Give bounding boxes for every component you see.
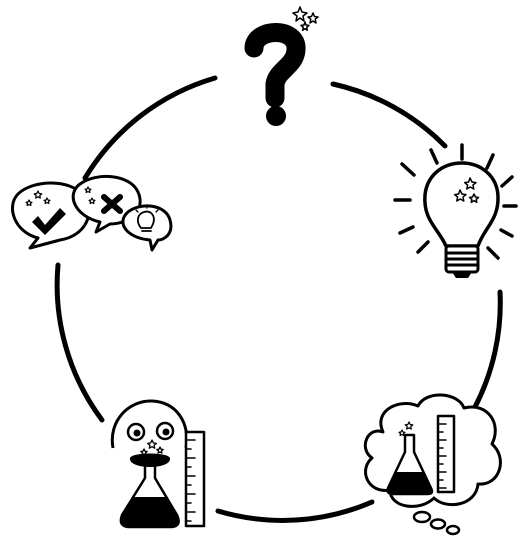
held-ruler-icon bbox=[186, 432, 204, 526]
arc-question-to-lightbulb bbox=[333, 84, 445, 146]
person-experimenting-icon bbox=[112, 401, 204, 527]
discussion-bubbles-icon bbox=[12, 176, 170, 250]
lightbulb-icon bbox=[395, 145, 516, 278]
arc-lightbulb-to-thought bbox=[475, 292, 500, 407]
bulb-base bbox=[446, 246, 478, 278]
thought-bubble-experiment-icon bbox=[365, 395, 500, 534]
held-flask-icon bbox=[121, 454, 179, 528]
ruler-icon bbox=[438, 416, 454, 492]
arc-discussion-to-question bbox=[85, 78, 215, 178]
arc-thought-to-person bbox=[218, 502, 372, 520]
question-mark-icon bbox=[254, 7, 318, 126]
sparkle-stars-icon bbox=[293, 7, 318, 30]
arc-person-to-discussion bbox=[57, 265, 102, 420]
thought-trail-bubbles bbox=[414, 512, 459, 534]
speech-bubble-idea bbox=[123, 205, 171, 250]
